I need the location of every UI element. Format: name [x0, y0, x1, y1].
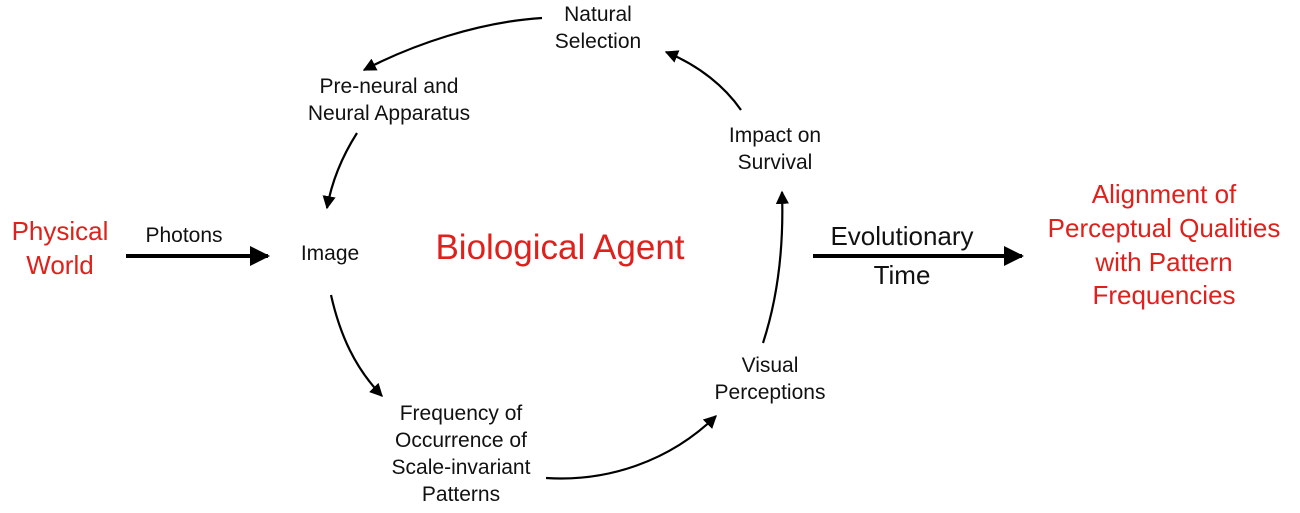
- natural-selection-node: Natural Selection: [554, 3, 642, 53]
- selection-to-neural-arrow: [362, 16, 543, 71]
- survival-to-selection-arrow: [664, 50, 742, 111]
- visual-perceptions-node: Visual Perceptions: [714, 354, 826, 404]
- impact-on-survival-node: Impact on Survival: [728, 124, 822, 174]
- photons-label: Photons: [145, 224, 223, 247]
- physical-world-label: Physical World: [11, 216, 109, 280]
- perceptions-to-survival-arrow: [761, 190, 790, 344]
- biological-agent-title: Biological Agent: [435, 228, 685, 267]
- frequency-to-perceptions-arrow: [545, 415, 717, 480]
- image-to-frequency-arrow: [329, 294, 383, 397]
- alignment-outcome-label: Alignment of Perceptual Qualities with P…: [1047, 179, 1281, 311]
- frequency-of-occurrence-node: Frequency of Occurrence of Scale-invaria…: [391, 402, 531, 506]
- evolutionary-time-label-bottom: Time: [873, 260, 931, 290]
- neural-to-image-arrow: [322, 132, 358, 210]
- evolutionary-time-label-top: Evolutionary: [830, 221, 974, 251]
- image-node: Image: [300, 242, 360, 265]
- neural-apparatus-node: Pre-neural and Neural Apparatus: [307, 75, 471, 125]
